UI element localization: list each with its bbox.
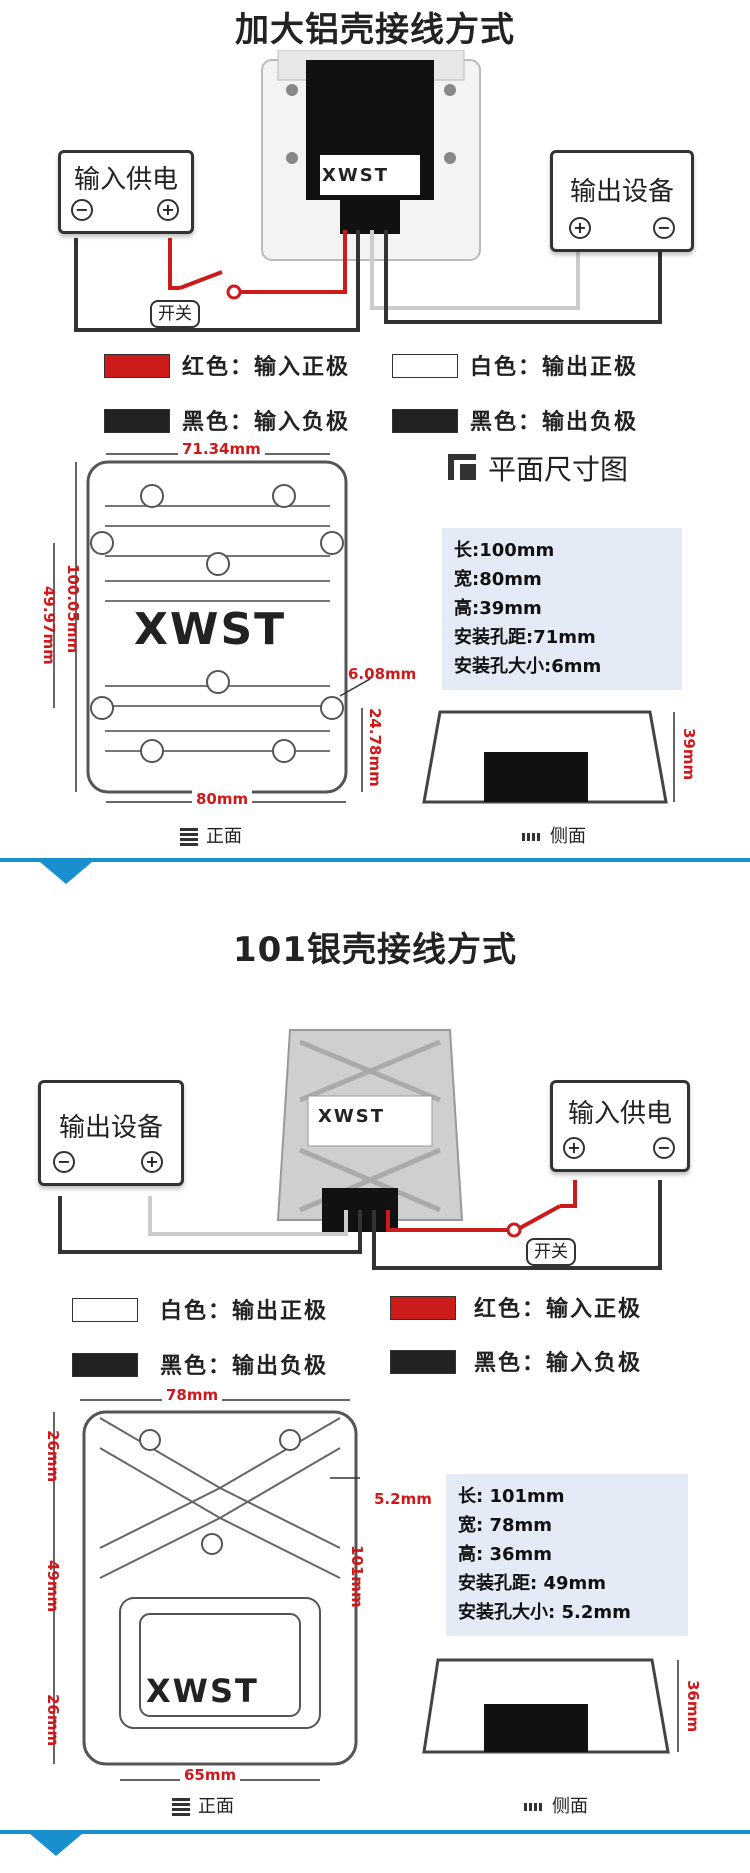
output-device-label: 输出设备 (569, 177, 674, 207)
legend-text: 红色：输入正极 (474, 1297, 643, 1322)
minus-icon: − (653, 217, 675, 239)
spec-hole-distance: 安装孔距:71mm (454, 627, 596, 648)
front-caption: 正面 (172, 1792, 234, 1818)
section-divider (0, 858, 750, 862)
spec-width: 宽:80mm (454, 569, 542, 590)
legend-text: 黑色：输入负极 (182, 410, 351, 435)
dim-top-width: 78mm (162, 1386, 223, 1404)
brand-logo: XWST (322, 165, 389, 186)
front-caption-text: 正面 (198, 1796, 234, 1817)
section-divider (0, 1830, 750, 1834)
plan-label: 平面尺寸图 (488, 453, 629, 486)
output-device-box: 输出设备 − + (38, 1080, 184, 1186)
dim-hole-size: 5.2mm (374, 1490, 432, 1508)
divider-notch-icon (30, 1834, 82, 1856)
legend-swatch-white (72, 1298, 138, 1322)
dim-top-gap: 26mm (44, 1430, 62, 1483)
spec-height: 高:39mm (454, 598, 542, 619)
plus-icon: + (141, 1151, 163, 1173)
dim-top-width: 71.34mm (178, 440, 265, 458)
output-device-box: 输出设备 + − (550, 150, 694, 252)
legend-swatch-white (392, 354, 458, 378)
minus-icon: − (53, 1151, 75, 1173)
brand-logo: XWST (318, 1106, 385, 1127)
legend-text: 黑色：输出负极 (160, 1354, 329, 1379)
front-caption: 正面 (180, 822, 242, 848)
side-icon (524, 1803, 544, 1811)
spec-length: 长:100mm (454, 540, 555, 561)
front-view-drawing (53, 1399, 360, 1781)
section2-title: 101银壳接线方式 (233, 930, 517, 970)
spec-hole-size: 安装孔大小: 5.2mm (458, 1602, 631, 1623)
legend-swatch-red (390, 1296, 456, 1320)
front-icon (180, 828, 198, 846)
spec-box: 长:100mm 宽:80mm 高:39mm 安装孔距:71mm 安装孔大小:6m… (442, 528, 682, 690)
side-view-drawing (422, 710, 675, 804)
minus-icon: − (71, 199, 93, 221)
output-device-label: 输出设备 (58, 1113, 163, 1143)
side-caption-text: 侧面 (550, 826, 586, 847)
minus-icon: − (653, 1137, 675, 1159)
legend-text: 黑色：输入负极 (474, 1351, 643, 1376)
dim-hole-gap: 49.97mm (40, 586, 58, 665)
input-power-label: 输入供电 (73, 165, 178, 195)
legend-swatch-black (390, 1350, 456, 1374)
spec-width: 宽: 78mm (458, 1515, 553, 1536)
side-caption: 侧面 (522, 822, 586, 848)
front-caption-text: 正面 (206, 826, 242, 847)
dim-bottom-width: 65mm (180, 1766, 241, 1784)
dim-height: 100.05mm (64, 564, 82, 654)
plus-icon: + (569, 217, 591, 239)
switch-label: 开关 (526, 1238, 576, 1266)
input-power-label: 输入供电 (567, 1099, 672, 1129)
front-icon (172, 1798, 190, 1816)
legend-text: 白色：输出正极 (160, 1299, 329, 1324)
dim-hole-size: 6.08mm (348, 665, 417, 683)
side-caption-text: 侧面 (552, 1796, 588, 1817)
spec-hole-size: 安装孔大小:6mm (454, 656, 602, 677)
legend-swatch-black (392, 409, 458, 433)
legend-text: 白色：输出正极 (470, 355, 639, 380)
input-power-box: 输入供电 − + (58, 150, 194, 234)
side-caption: 侧面 (524, 1792, 588, 1818)
legend-swatch-black (72, 1353, 138, 1377)
dim-side-height: 39mm (680, 728, 698, 781)
legend-swatch-red (104, 354, 170, 378)
dim-height: 101mm (348, 1545, 366, 1608)
legend-swatch-black (104, 409, 170, 433)
input-power-box: 输入供电 + − (550, 1080, 690, 1172)
dim-bottom-gap: 26mm (44, 1694, 62, 1747)
divider-notch-icon (40, 862, 92, 884)
section2-wiring-diagram (58, 1029, 662, 1270)
brand-logo: XWST (146, 1672, 259, 1710)
plus-icon: + (157, 199, 179, 221)
side-icon (522, 833, 542, 841)
dim-side-height: 36mm (684, 1680, 702, 1733)
brand-logo: XWST (134, 604, 287, 655)
legend-text: 红色：输入正极 (182, 355, 351, 380)
plus-icon: + (563, 1137, 585, 1159)
side-view-drawing (422, 1658, 679, 1754)
spec-length: 长: 101mm (458, 1486, 565, 1507)
plan-dimension-icon (446, 452, 478, 482)
dim-bottom-gap: 24.78mm (366, 708, 384, 787)
dim-mid-gap: 49mm (44, 1560, 62, 1613)
front-view-drawing (53, 453, 370, 803)
section1-wiring-diagram (74, 50, 662, 332)
spec-hole-distance: 安装孔距: 49mm (458, 1573, 607, 1594)
spec-height: 高: 36mm (458, 1544, 553, 1565)
switch-label: 开关 (150, 300, 200, 328)
dim-width: 80mm (192, 790, 253, 808)
section1-title: 加大铝壳接线方式 (235, 10, 515, 50)
spec-box: 长: 101mm 宽: 78mm 高: 36mm 安装孔距: 49mm 安装孔大… (446, 1474, 688, 1636)
legend-text: 黑色：输出负极 (470, 410, 639, 435)
